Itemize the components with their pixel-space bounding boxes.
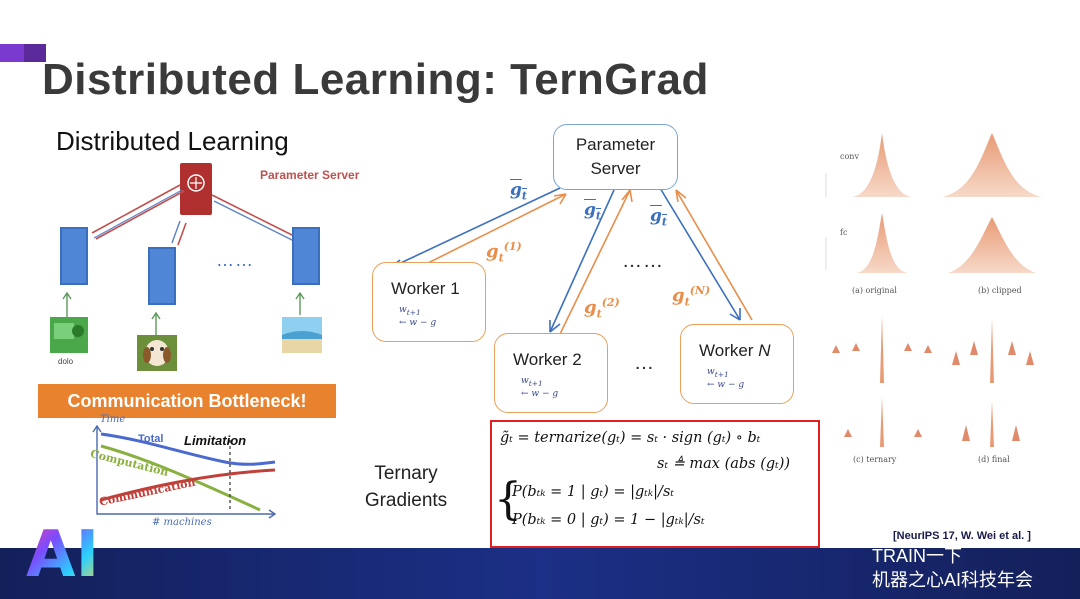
worker-2-formula: wt+1← w − g (521, 376, 559, 399)
dist-c-fc (880, 397, 884, 447)
worker-1-title: Worker 1 (391, 279, 460, 298)
communication-bottleneck-banner: Communication Bottleneck! (38, 384, 336, 418)
total-curve (100, 432, 276, 466)
dist-d-fc (990, 401, 994, 447)
caption-a: (a) original (852, 286, 897, 295)
center-arrows (389, 187, 753, 335)
dist-b-fc (948, 217, 1036, 273)
watermark-line-1: TRAIN一下 (872, 546, 962, 566)
mini-chart-total-label: Total (138, 433, 164, 445)
formula-line-1: g̃ₜ = ternarize(gₜ) = sₜ · sign (gₜ) ∘ b… (500, 430, 761, 446)
g2-label: gt(2) (584, 296, 620, 321)
worker-2-box: Worker 2 wt+1← w − g (494, 333, 608, 413)
worker-1-formula: wt+1← w − g (399, 305, 437, 328)
left-dots: …… (216, 250, 254, 270)
center-dots-mid: … (634, 352, 655, 374)
sample-image-2 (137, 335, 177, 371)
slide-title: Distributed Learning: TernGrad (42, 55, 709, 104)
center-dots-top: …… (622, 250, 664, 272)
parameter-server-text: Parameter Server (575, 135, 656, 178)
citation: [NeurIPS 17, W. Wei et al. ] (893, 530, 1031, 542)
worker-n-box: Worker N wt+1← w − g (680, 324, 794, 404)
worker-n-title: Worker N (699, 341, 771, 360)
caption-d: (d) final (978, 455, 1010, 464)
dist-d-conv (990, 319, 994, 383)
sample-image-1 (50, 317, 88, 353)
dist-a-conv (852, 133, 912, 197)
formula-brace: { (494, 474, 522, 525)
row-label-conv: conv (840, 152, 859, 161)
mini-chart-x-label: # machines (152, 517, 212, 528)
ternary-gradients-label: Ternary Gradients (364, 463, 448, 511)
parameter-server-box: Parameter Server (553, 124, 678, 190)
left-network-diagram (50, 163, 322, 371)
gn-label: gt(N) (672, 284, 711, 309)
g1-label: gt(1) (486, 240, 522, 265)
mini-chart-y-label: Time (100, 414, 126, 425)
computation-curve (100, 444, 261, 512)
parameter-server-label: Parameter Server (260, 168, 360, 182)
footer-bar (0, 548, 1080, 599)
dist-b-conv (942, 133, 1042, 197)
sample-image-3 (282, 317, 322, 353)
watermark-line-2: 机器之心AI科技年会 (872, 570, 1034, 590)
worker-server-icon-2 (148, 247, 176, 305)
formula-line-4: P(bₜₖ = 0 | gₜ) = 1 − |gₜₖ|/sₜ (512, 512, 705, 528)
worker-1-box: Worker 1 wt+1← w − g (372, 262, 486, 342)
dist-a-fc (856, 213, 908, 273)
accent-bar-highlight (0, 44, 24, 62)
caption-c: (c) ternary (853, 455, 897, 464)
mini-chart (92, 424, 277, 519)
dist-c-conv (880, 315, 884, 383)
worker-server-icon-1 (60, 227, 88, 285)
row-label-fc: fc (840, 228, 848, 237)
formula-line-2: sₜ ≜ max (abs (gₜ)) (657, 456, 791, 472)
mini-chart-limitation-label: Limitation (184, 433, 247, 448)
section-subtitle: Distributed Learning (56, 126, 289, 156)
caption-b: (b) clipped (978, 286, 1022, 295)
g-bar-label-3: gt (650, 206, 667, 229)
sample-caption: dolo (58, 357, 74, 366)
worker-n-formula: wt+1← w − g (707, 367, 745, 390)
ternarize-formula-box: g̃ₜ = ternarize(gₜ) = sₜ · sign (gₜ) ∘ b… (490, 420, 820, 548)
communication-curve (100, 468, 276, 502)
gradient-distribution-figure (825, 133, 1042, 447)
g-bar-label-2: gt (584, 200, 601, 223)
parameter-server-icon (180, 163, 212, 215)
worker-server-icon-3 (292, 227, 320, 285)
worker-2-title: Worker 2 (513, 350, 582, 369)
g-bar-label-1: gt (510, 180, 527, 203)
ai-logo: AI (26, 518, 100, 592)
formula-line-3: P(bₜₖ = 1 | gₜ) = |gₜₖ|/sₜ (512, 484, 674, 500)
